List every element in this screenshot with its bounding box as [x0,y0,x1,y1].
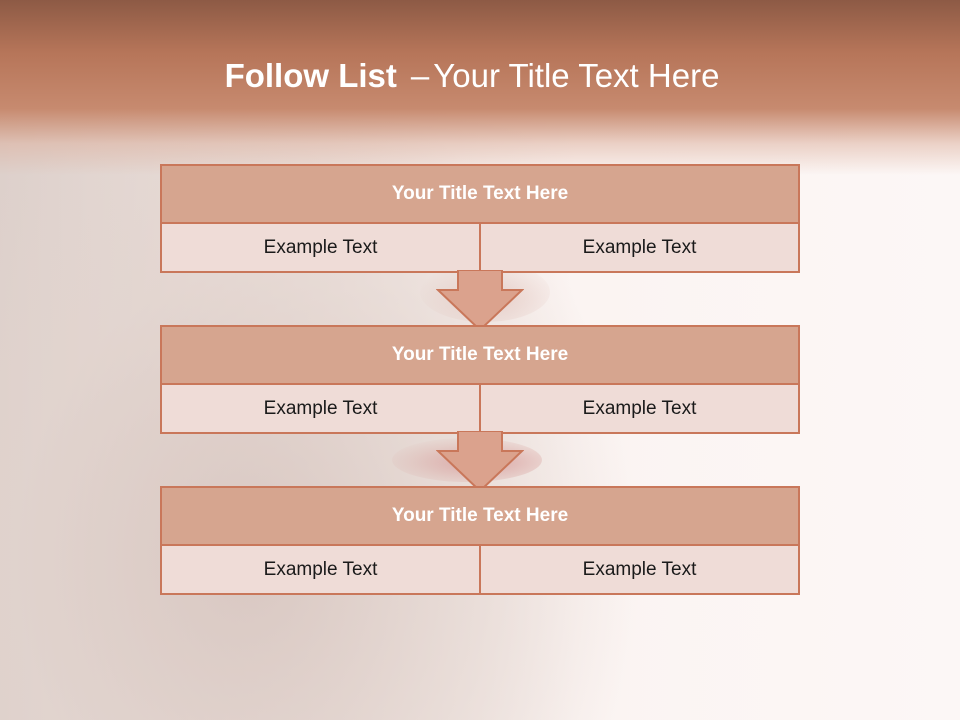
block-row: Example Text Example Text [162,224,798,271]
list-block-2: Your Title Text Here Example Text Exampl… [160,325,800,434]
slide-title-rest: Your Title Text Here [433,57,720,94]
block-title: Your Title Text Here [162,488,798,546]
list-block-1: Your Title Text Here Example Text Exampl… [160,164,800,273]
block-cell-left: Example Text [263,236,378,258]
block-cell-left: Example Text [263,397,378,419]
slide-title: Follow List–Your Title Text Here [0,56,944,96]
block-cell-left: Example Text [263,558,378,580]
down-arrow-icon [436,431,524,493]
slide-title-separator: – [410,57,430,94]
block-title: Your Title Text Here [162,166,798,224]
block-row: Example Text Example Text [162,385,798,432]
block-cell-right: Example Text [479,224,798,271]
block-title: Your Title Text Here [162,327,798,385]
block-cell-right: Example Text [479,546,798,593]
header-band [0,0,960,175]
down-arrow-icon [436,270,524,332]
slide-title-bold: Follow List [224,57,397,94]
block-cell-right: Example Text [479,385,798,432]
list-block-3: Your Title Text Here Example Text Exampl… [160,486,800,595]
block-row: Example Text Example Text [162,546,798,593]
